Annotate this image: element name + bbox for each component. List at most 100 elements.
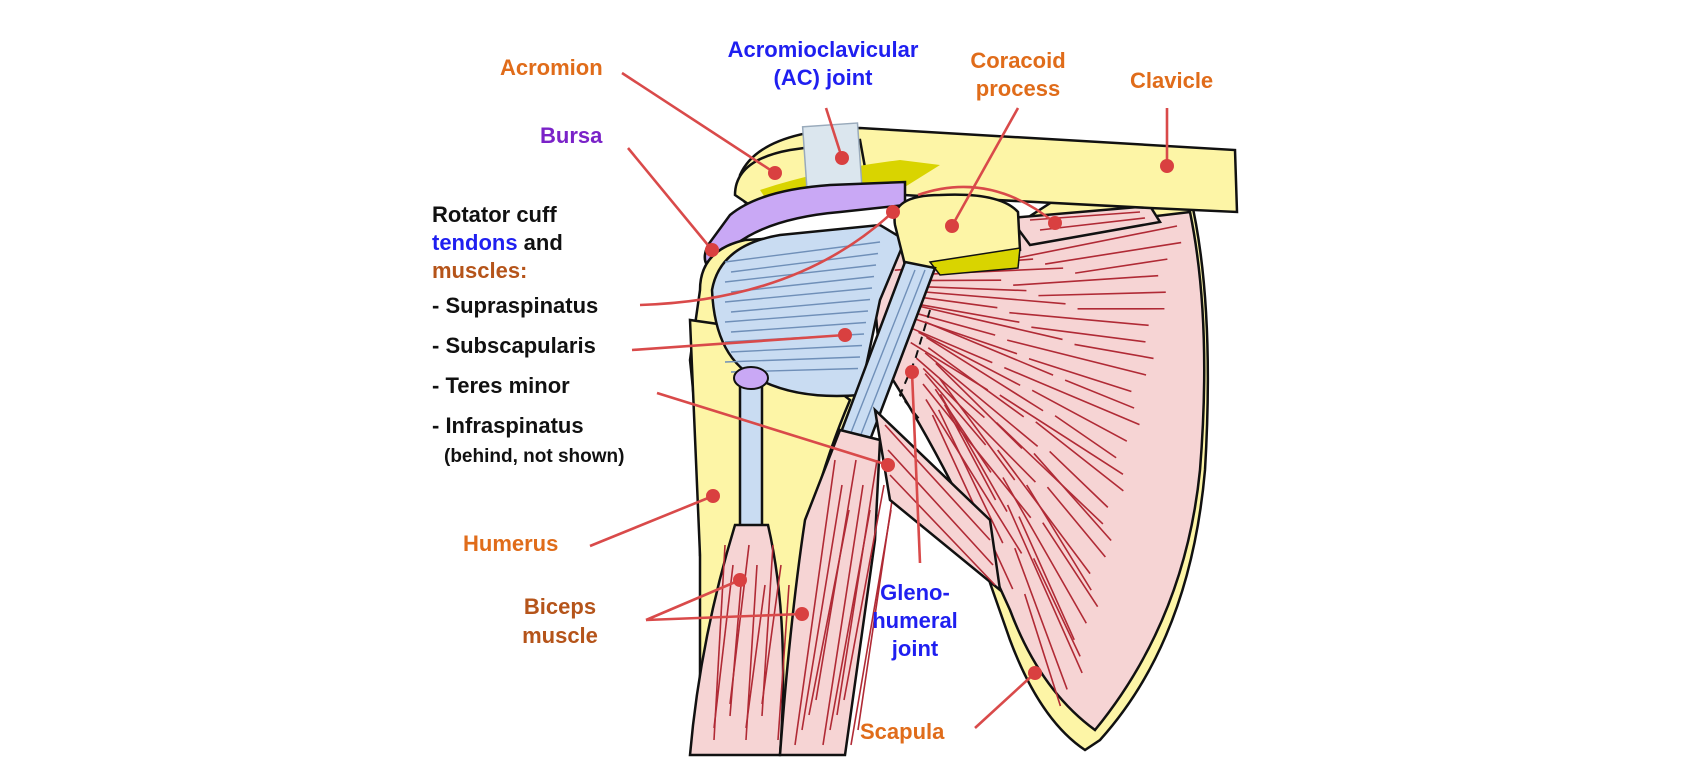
muscle-fiber bbox=[922, 367, 1036, 483]
muscle-fiber bbox=[1044, 241, 1182, 265]
muscle-fiber bbox=[1023, 593, 1062, 707]
muscle-fiber bbox=[927, 347, 1025, 418]
label-infraspinatus: - Infraspinatus bbox=[432, 413, 584, 438]
muscle-fiber bbox=[1003, 366, 1140, 426]
glenohumeral-joint-outline bbox=[898, 309, 931, 421]
muscle-fiber bbox=[918, 331, 1021, 387]
muscle-fiber bbox=[937, 409, 1004, 544]
muscle-fiber bbox=[729, 544, 750, 705]
muscle-fiber bbox=[1033, 452, 1112, 542]
label-scapula: Scapula bbox=[860, 719, 945, 744]
leader-lines bbox=[589, 71, 1169, 729]
label-subscapularis: - Subscapularis bbox=[432, 333, 596, 358]
muscle-fiber bbox=[925, 336, 1044, 412]
muscle-fiber bbox=[939, 378, 1016, 481]
muscle-fiber bbox=[995, 421, 1104, 525]
muscle-fiber bbox=[911, 290, 1066, 305]
muscle-fiber bbox=[777, 584, 790, 741]
label-tendons: tendons bbox=[432, 230, 518, 255]
label-clavicle: Clavicle bbox=[1130, 68, 1213, 93]
muscle-fiber bbox=[794, 459, 836, 746]
label-glenohumeral-line3: joint bbox=[891, 636, 939, 661]
muscle-fiber bbox=[1064, 379, 1135, 409]
label-biceps-line2: muscle bbox=[522, 623, 598, 648]
label-rotator-tendons-line: tendons and bbox=[432, 230, 563, 255]
coracoid-process bbox=[893, 193, 1022, 276]
label-coracoid-line2: process bbox=[976, 76, 1060, 101]
muscle-fiber bbox=[1038, 291, 1166, 297]
muscle-fiber bbox=[943, 404, 997, 501]
muscle-fiber bbox=[1035, 421, 1124, 492]
label-muscles: muscles: bbox=[432, 258, 527, 283]
label-teres-minor: - Teres minor bbox=[432, 373, 570, 398]
muscle-fiber bbox=[1042, 522, 1099, 608]
muscle-fiber bbox=[1074, 343, 1154, 360]
label-biceps-line1: Biceps bbox=[524, 594, 596, 619]
bursa bbox=[703, 180, 907, 272]
label-and: and bbox=[518, 230, 563, 255]
muscle-fiber bbox=[815, 459, 857, 701]
muscle-fiber bbox=[908, 326, 993, 364]
label-glenohumeral-line1: Gleno- bbox=[880, 580, 950, 605]
muscle-fiber bbox=[713, 564, 734, 729]
label-bursa: Bursa bbox=[540, 123, 603, 148]
muscle-fiber bbox=[730, 298, 871, 313]
muscle-fiber bbox=[724, 356, 861, 363]
muscle-fiber bbox=[1013, 274, 1159, 287]
muscle-fiber bbox=[911, 295, 998, 309]
label-coracoid-line1: Coracoid bbox=[970, 48, 1065, 73]
muscle-fiber bbox=[1028, 357, 1132, 393]
muscle-fiber bbox=[730, 321, 867, 333]
muscle-fiber bbox=[801, 484, 843, 731]
muscle-fiber bbox=[1075, 258, 1168, 274]
muscle-fiber bbox=[724, 310, 869, 323]
muscle-fiber bbox=[924, 373, 987, 446]
label-ac-joint-line2: (AC) joint bbox=[774, 65, 874, 90]
rotator-cuff-tendon bbox=[710, 223, 907, 398]
label-humerus: Humerus bbox=[463, 531, 558, 556]
subscapularis-muscle bbox=[868, 210, 1206, 732]
muscle-fiber bbox=[836, 459, 878, 716]
muscle-fiber bbox=[1031, 326, 1146, 343]
muscle-fiber bbox=[919, 305, 1063, 341]
muscle-fiber bbox=[730, 252, 879, 273]
muscle-fiber bbox=[999, 394, 1124, 475]
muscle-fiber bbox=[925, 399, 1023, 554]
label-rotator-cuff: Rotator cuff bbox=[432, 202, 557, 227]
muscle-fiber bbox=[1006, 504, 1083, 674]
muscle-fiber bbox=[1018, 516, 1075, 641]
muscle-fiber bbox=[935, 362, 1023, 450]
label-ac-joint-line1: Acromioclavicular bbox=[728, 37, 919, 62]
muscle-fiber bbox=[915, 357, 985, 419]
leader-dots bbox=[705, 151, 1174, 680]
muscle-fiber bbox=[1054, 415, 1117, 459]
muscle-fiber bbox=[1006, 339, 1147, 376]
label-acromion: Acromion bbox=[500, 55, 603, 80]
muscle-fiber bbox=[909, 310, 996, 336]
muscle-fiber bbox=[724, 264, 877, 283]
muscle-fiber bbox=[1018, 225, 1178, 259]
muscle-fiber bbox=[1049, 450, 1109, 508]
muscle-fiber bbox=[857, 459, 899, 731]
muscle-fiber bbox=[761, 564, 782, 705]
muscle-fiber bbox=[1046, 486, 1106, 558]
muscle-fiber bbox=[1031, 389, 1128, 442]
muscle-fiber bbox=[843, 484, 885, 701]
muscle-fiber bbox=[1014, 547, 1068, 690]
biceps-long-tendon bbox=[733, 366, 769, 534]
muscle-fiber bbox=[924, 321, 1054, 376]
muscle-fiber bbox=[1026, 484, 1092, 591]
muscle-fiber bbox=[1002, 477, 1087, 624]
label-glenohumeral-line2: humeral bbox=[872, 608, 958, 633]
muscle-fiber bbox=[939, 393, 1008, 512]
label-infraspinatus-note: (behind, not shown) bbox=[444, 446, 624, 467]
biceps-muscle bbox=[688, 428, 899, 757]
label-supraspinatus: - Supraspinatus bbox=[432, 293, 598, 318]
muscle-fiber bbox=[724, 287, 873, 303]
muscle-fiber bbox=[745, 584, 766, 729]
muscle-fiber bbox=[822, 484, 864, 746]
muscle-fiber bbox=[1032, 558, 1081, 657]
muscle-fiber bbox=[924, 352, 1039, 448]
muscle-fiber bbox=[724, 241, 881, 263]
labels: Acromion Acromioclavicular (AC) joint Co… bbox=[432, 37, 1213, 744]
